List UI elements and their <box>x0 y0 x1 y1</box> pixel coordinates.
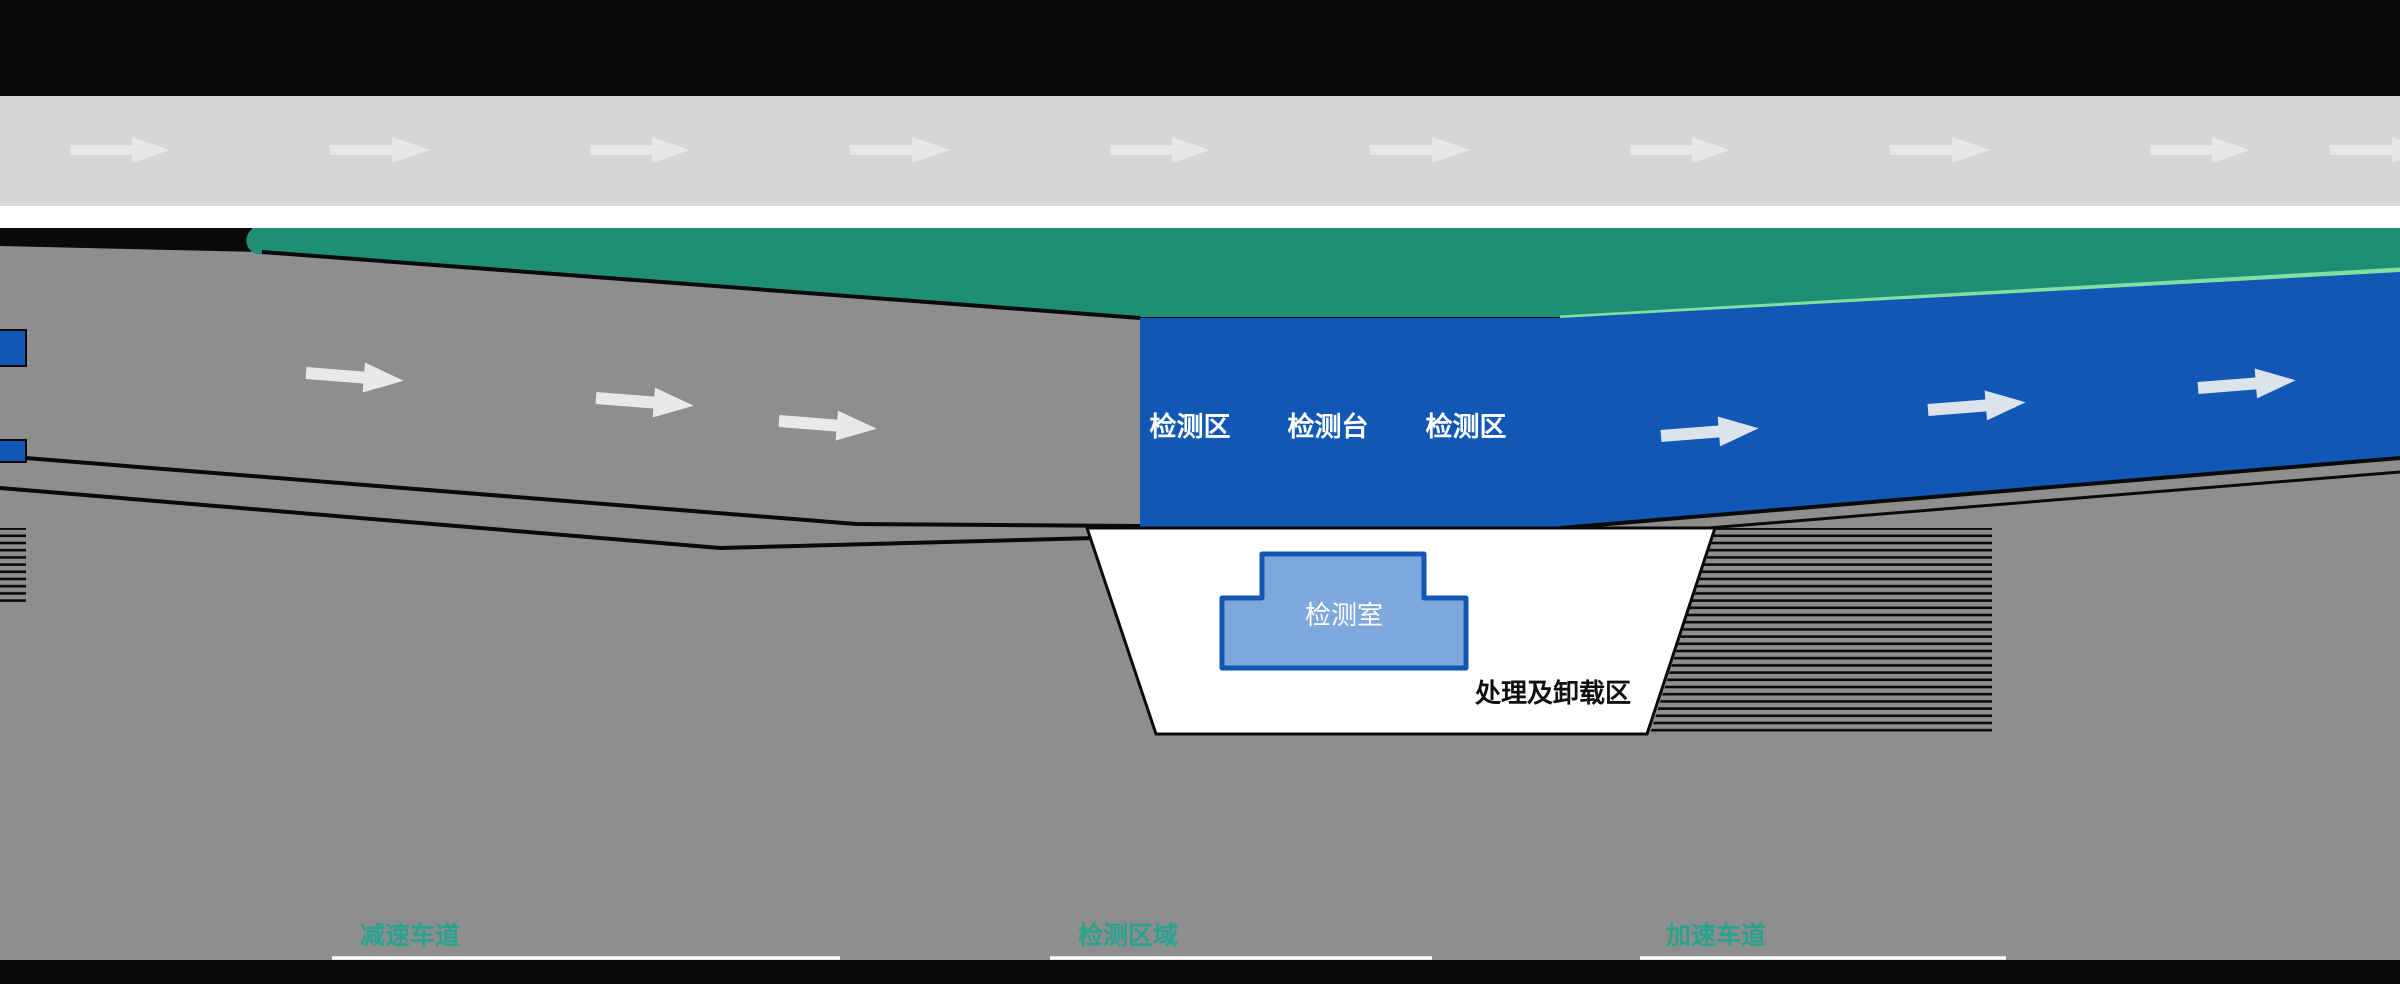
inspection-platform-label: 检测台 <box>1288 411 1369 442</box>
inspection-area-label-left: 检测区 <box>1150 411 1231 442</box>
bottom-road-shoulder <box>0 960 2400 984</box>
hatch-area-right <box>1650 528 1992 734</box>
entry-lane-stub <box>0 439 27 463</box>
inspection-room <box>1219 551 1469 671</box>
processing-area-label: 处理及卸载区 <box>1474 678 1631 708</box>
lane-gore-wedge <box>0 228 258 252</box>
entry-lane-stub <box>0 329 27 367</box>
lane-boundary-line <box>261 250 1141 320</box>
merge-edge-line <box>1559 267 2400 321</box>
inspection-room-label: 检测室 <box>1305 600 1383 630</box>
inspection-area-label-right: 检测区 <box>1426 411 1507 442</box>
approach-lane-line <box>0 486 1096 551</box>
approach-lane-line <box>0 454 1141 528</box>
hatch-area-left <box>0 528 26 606</box>
road-median-strip <box>0 206 2400 228</box>
inspection-zone-band <box>1140 318 1560 528</box>
top-road-shoulder <box>0 0 2400 96</box>
zone-legend: 减速车道 检测区域 加速车道 <box>332 921 2006 960</box>
zone-label-inspection: 检测区域 <box>1078 921 1178 950</box>
lane-boundary-line <box>1559 456 2400 530</box>
zone-label-acceleration: 加速车道 <box>1665 921 1766 950</box>
zone-label-deceleration: 减速车道 <box>360 921 460 950</box>
main-carriageway-band <box>246 228 2400 318</box>
